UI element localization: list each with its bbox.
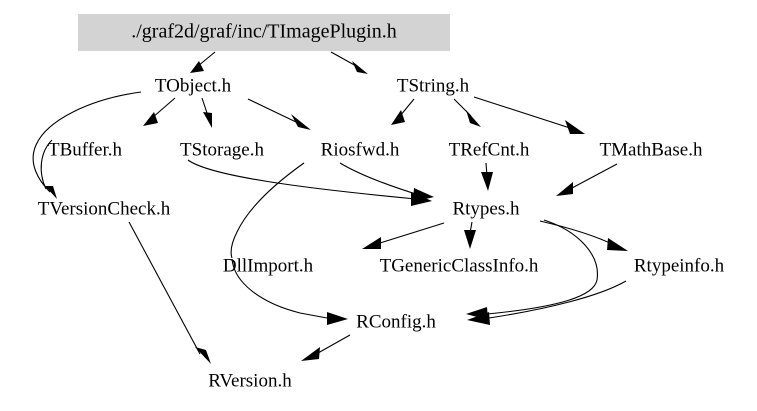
edge-line xyxy=(32,91,142,193)
edge-line xyxy=(187,159,417,200)
edge-tbuffer-to-tversioncheck xyxy=(40,139,53,190)
edge-line xyxy=(539,220,615,246)
edge-trefcnt-to-rtypes xyxy=(481,162,493,191)
edge-tobject-to-tstorage xyxy=(201,97,212,128)
edge-line xyxy=(488,280,627,319)
node-tbuffer[interactable]: TBuffer.h xyxy=(33,137,137,163)
edge-rtypes-to-dllimport xyxy=(362,222,445,249)
edge-line xyxy=(231,258,328,319)
edge-riosfwd-to-rtypes xyxy=(339,162,434,202)
edge-line xyxy=(230,162,305,259)
node-tobject[interactable]: TObject.h xyxy=(140,73,246,99)
edge-line xyxy=(151,97,176,119)
node-root[interactable]: ./graf2d/graf/inc/TImagePlugin.h xyxy=(78,14,450,51)
node-tstring[interactable]: TString.h xyxy=(382,73,484,99)
edge-root-to-tstring xyxy=(330,51,368,74)
edge-tmathbase-to-rtypes xyxy=(556,163,618,196)
arrowhead xyxy=(352,61,368,74)
edge-line xyxy=(486,219,598,315)
edge-layer xyxy=(32,51,628,364)
arrowhead xyxy=(362,237,381,249)
node-trefcnt[interactable]: TRefCnt.h xyxy=(434,137,544,163)
edge-line xyxy=(399,98,415,117)
node-dllimport[interactable]: DllImport.h xyxy=(209,253,327,279)
node-label: DllImport.h xyxy=(223,255,314,276)
arrowhead xyxy=(467,312,490,325)
arrowhead xyxy=(301,347,320,361)
edge-tstring-to-tmathbase xyxy=(473,96,585,134)
edge-root-to-tobject xyxy=(190,51,216,73)
arrowhead xyxy=(291,114,311,130)
arrowhead xyxy=(195,347,211,364)
node-label: TObject.h xyxy=(155,75,232,96)
arrowhead xyxy=(143,112,158,126)
node-label: Riosfwd.h xyxy=(321,139,400,160)
node-riosfwd[interactable]: Riosfwd.h xyxy=(308,137,412,163)
edge-line xyxy=(571,163,618,189)
edge-tstring-to-trefcnt xyxy=(453,98,481,127)
node-label: RVersion.h xyxy=(208,370,292,391)
edge-rtypes-to-tgenericclassinfo xyxy=(464,221,476,249)
arrowhead xyxy=(391,110,405,125)
node-label: TBuffer.h xyxy=(48,139,123,160)
arrowhead xyxy=(556,182,573,196)
edge-tstorage-to-rtypes xyxy=(187,159,432,206)
node-tgenericclassinfo[interactable]: TGenericClassInfo.h xyxy=(359,253,559,279)
arrowhead xyxy=(466,110,481,127)
node-rversion[interactable]: RVersion.h xyxy=(194,368,306,394)
node-layer: ./graf2d/graf/inc/TImagePlugin.h TObject… xyxy=(14,14,738,394)
edge-rconfig-to-rversion xyxy=(301,334,351,361)
edge-line xyxy=(473,96,571,129)
node-label: TRefCnt.h xyxy=(449,139,530,160)
edge-tstring-to-riosfwd xyxy=(391,98,415,125)
arrowhead xyxy=(327,312,348,325)
edge-line xyxy=(330,51,359,68)
root-node-box xyxy=(78,14,450,51)
node-label: RConfig.h xyxy=(356,311,436,332)
edge-dllimport-to-rconfig xyxy=(231,258,348,325)
node-rtypes[interactable]: Rtypes.h xyxy=(437,196,535,222)
node-label: TMathBase.h xyxy=(600,139,703,160)
node-tmathbase[interactable]: TMathBase.h xyxy=(578,137,724,163)
edge-line xyxy=(247,98,297,123)
arrowhead xyxy=(464,230,476,249)
edge-line xyxy=(128,221,201,355)
arrowhead xyxy=(190,61,204,73)
arrowhead xyxy=(203,112,212,128)
edge-tobject-to-riosfwd xyxy=(247,98,311,130)
arrowhead xyxy=(413,188,434,202)
node-label: Rtypes.h xyxy=(452,198,520,219)
edge-tversioncheck-to-rversion xyxy=(128,221,211,364)
edge-rtypeinfo-to-rconfig xyxy=(467,280,627,325)
edge-line xyxy=(40,139,53,190)
edge-riosfwd-to-dllimport xyxy=(230,162,305,259)
node-label: TString.h xyxy=(397,75,470,96)
edge-line xyxy=(317,334,351,354)
edge-line xyxy=(197,51,216,67)
edge-line xyxy=(379,222,445,244)
node-tstorage[interactable]: TStorage.h xyxy=(166,137,278,163)
node-label: TStorage.h xyxy=(180,139,264,160)
node-label: TGenericClassInfo.h xyxy=(380,255,539,276)
node-label: TVersionCheck.h xyxy=(38,198,171,219)
node-rtypeinfo[interactable]: Rtypeinfo.h xyxy=(620,253,738,279)
node-label: Rtypeinfo.h xyxy=(634,255,725,276)
edge-tobject-to-tbuffer xyxy=(143,97,176,126)
edge-line xyxy=(339,162,420,196)
arrowhead xyxy=(607,238,628,251)
root-node-label: ./graf2d/graf/inc/TImagePlugin.h xyxy=(131,21,396,43)
edge-rtypes-to-rtypeinfo xyxy=(539,220,628,251)
edge-tobject-to-tversioncheck xyxy=(32,91,142,199)
arrowhead xyxy=(45,186,57,199)
node-rconfig[interactable]: RConfig.h xyxy=(344,309,448,335)
arrowhead xyxy=(565,120,585,134)
node-tversioncheck[interactable]: TVersionCheck.h xyxy=(14,196,194,222)
arrowhead xyxy=(481,172,493,191)
